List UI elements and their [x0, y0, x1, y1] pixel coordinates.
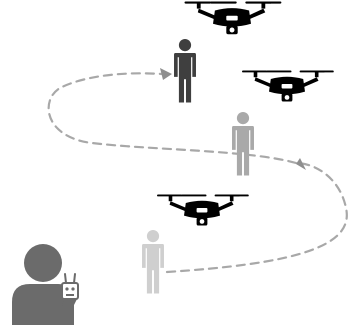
- standing-person-far: [174, 39, 196, 102]
- standing-person-mid: [232, 112, 254, 175]
- operator-with-remote-icon: [12, 244, 78, 325]
- drone-mid: [242, 70, 334, 109]
- drone-far: [185, 1, 282, 42]
- flight-path: [49, 73, 347, 272]
- drone-near: [157, 194, 249, 233]
- standing-person-near: [142, 230, 164, 293]
- arrowhead-icon: [160, 68, 172, 80]
